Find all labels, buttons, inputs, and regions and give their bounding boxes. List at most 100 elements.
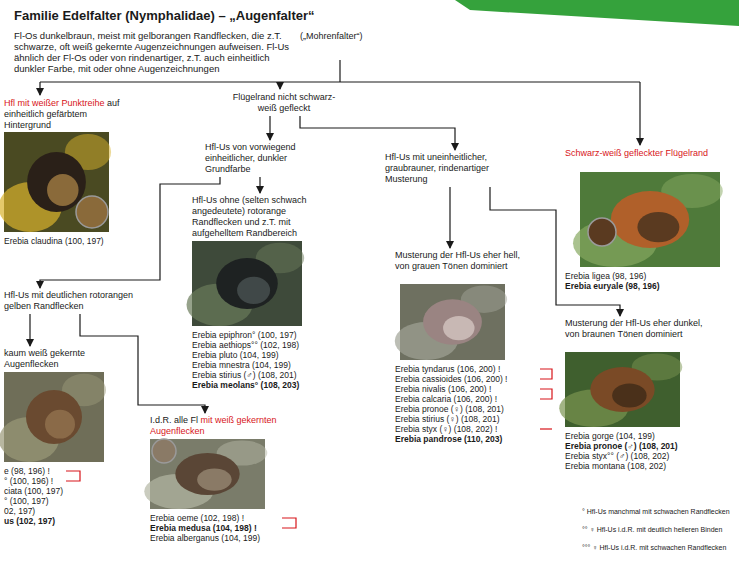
species-name: ° (100, 196) ! xyxy=(4,476,114,486)
decision-text: Flügelrand nicht schwarz-weiß gefleckt xyxy=(228,92,340,114)
photo-frame xyxy=(565,352,715,427)
photo-frame xyxy=(150,439,300,509)
butterfly-wing xyxy=(27,152,86,212)
photo-frame xyxy=(400,284,530,360)
butterfly-photo xyxy=(150,439,265,509)
magnifier-inset xyxy=(588,218,616,246)
node-heading: Hfl-Us von vorwiegend einheitlicher, dun… xyxy=(205,142,330,175)
species-name: Erebia montana (108, 202) xyxy=(565,461,715,471)
branch-arrow xyxy=(279,82,280,89)
species-name: us (102, 197) xyxy=(4,516,114,526)
butterfly-wing xyxy=(216,258,278,309)
butterfly-photo xyxy=(4,132,109,232)
intro-text: Fl-Os dunkelbraun, meist mit gelborangen… xyxy=(14,30,299,74)
node-heading: I.d.R. alle Fl mit weiß gekernten Augenf… xyxy=(150,415,300,439)
red-bracket xyxy=(540,389,552,399)
branch-line xyxy=(339,60,340,82)
butterfly-wing xyxy=(443,316,475,340)
species-name: Erebia alberganus (104, 199) xyxy=(150,533,300,543)
species-name: e (98, 196) ! xyxy=(4,466,114,476)
species-name: Erebia medusa (104, 198) ! xyxy=(150,523,300,533)
species-name: Erebia pandrose (110, 203) xyxy=(395,434,530,444)
node-heading: Schwarz-weiß gefleckter Flügelrand xyxy=(565,148,715,172)
species-name: Erebia pluto (104, 199) xyxy=(192,350,332,360)
node-heading: Hfl mit weißer Punktreihe auf einheitlic… xyxy=(4,98,129,132)
node-heading: kaum weiß gekernte Augenflecken xyxy=(4,348,114,372)
butterfly-wing xyxy=(590,367,654,412)
key-branch: kaum weiß gekernte Augenflecken e (98, 19… xyxy=(4,348,114,526)
key-branch: Schwarz-weiß gefleckter FlügelrandErebia… xyxy=(565,148,715,291)
green-bar xyxy=(455,0,739,26)
species-name: Erebia pronoe (♀) (108, 201) xyxy=(395,404,530,414)
red-bracket xyxy=(282,518,296,528)
branch-arrow xyxy=(639,82,640,145)
footnote: °°° ♀ Hfl-Us i.d.R. mit schwachen Randfl… xyxy=(582,544,734,552)
key-branch: Hfl-Us ohne (selten schwach angedeutete)… xyxy=(192,195,332,390)
red-text: Hfl mit weißer Punktreihe xyxy=(4,98,105,108)
butterfly-wing xyxy=(47,174,79,206)
butterfly-wing xyxy=(611,191,689,248)
key-branch: Musterung der Hfl-Us eher hell, von grau… xyxy=(395,250,530,444)
butterfly-wing xyxy=(612,384,647,408)
red-bracket xyxy=(540,369,552,379)
red-text: Schwarz-weiß gefleckter Flügelrand xyxy=(565,148,708,158)
connector xyxy=(269,116,270,140)
decision-text: Hfl-Us mit uneinheitlicher, graubrauner,… xyxy=(385,152,525,185)
butterfly-photo xyxy=(4,372,104,462)
node-heading: Hfl-Us mit uneinheitlicher, graubrauner,… xyxy=(385,152,525,185)
photo-frame xyxy=(192,241,332,326)
species-name: Erebia styx (♀) (108, 202) ! xyxy=(395,424,530,434)
species-name: Erebia oeme (102, 198) ! xyxy=(150,513,300,523)
species-name: Erebia gorge (104, 199) xyxy=(565,431,715,441)
photo-frame xyxy=(580,172,715,267)
species-name: Erebia stirius (♀) (108, 201) xyxy=(395,414,530,424)
heading-text: I.d.R. alle Fl xyxy=(150,415,201,425)
species-name: Erebia styx°° (♂) (108, 202) xyxy=(565,451,715,461)
node-heading: Hfl-Us mit deutlichen rotorangen gelben … xyxy=(4,290,139,312)
butterfly-wing xyxy=(45,410,75,439)
butterfly-photo xyxy=(580,172,720,267)
butterfly-wing xyxy=(175,453,239,495)
connector xyxy=(449,187,450,248)
species-name: Erebia meolans° (108, 203) xyxy=(192,380,332,390)
butterfly-photo xyxy=(565,352,680,427)
key-branch: I.d.R. alle Fl mit weiß gekernten Augenf… xyxy=(150,415,300,543)
photo-frame xyxy=(4,132,129,232)
species-name: Erebia euryale (98, 196) xyxy=(565,281,715,291)
butterfly-wing xyxy=(637,212,679,242)
butterfly-wing xyxy=(423,299,482,345)
page-title: Familie Edelfalter (Nymphalidae) – „Auge… xyxy=(14,8,315,24)
magnifier-inset xyxy=(152,439,176,463)
node-heading: Musterung der Hfl-Us eher hell, von grau… xyxy=(395,250,530,284)
butterfly-wing xyxy=(26,390,82,444)
connector xyxy=(259,177,260,193)
node-heading: Flügelrand nicht schwarz-weiß gefleckt xyxy=(228,92,340,114)
butterfly-wing xyxy=(237,277,270,304)
connector xyxy=(300,116,455,150)
species-name: Erebia ligea (98, 196) xyxy=(565,271,715,281)
photo-frame xyxy=(4,372,114,462)
species-name: 02, 197) xyxy=(4,506,114,516)
footnote: ° Hfl-Us manchmal mit schwachen Randflec… xyxy=(582,508,734,516)
species-name: Erebia nivalis (106, 200) ! xyxy=(395,384,530,394)
species-name: Erebia tyndarus (106, 200) ! xyxy=(395,364,530,374)
magnifier-inset xyxy=(76,196,108,228)
node-heading: Musterung der Hfl-Us eher dunkel, von br… xyxy=(565,318,715,352)
red-bracket xyxy=(66,471,80,481)
decision-text: Hfl-Us von vorwiegend einheitlicher, dun… xyxy=(205,142,330,175)
species-name: Erebia cassioides (106, 200) ! xyxy=(395,374,530,384)
species-name: Erebia pronoe (♂) (108, 201) xyxy=(565,441,715,451)
butterfly-photo xyxy=(400,284,505,360)
species-name: Erebia stirius (♂) (108, 201) xyxy=(192,370,332,380)
key-branch: Musterung der Hfl-Us eher dunkel, von br… xyxy=(565,318,715,471)
footnote: °° ♀ Hfl-Us i.d.R. mit deutlich helleren… xyxy=(582,526,734,534)
connector xyxy=(29,314,30,346)
decision-text: Hfl-Us mit deutlichen rotorangen gelben … xyxy=(4,290,139,312)
species-name: Erebia mnestra (104, 199) xyxy=(192,360,332,370)
species-name: ciata (100, 197) xyxy=(4,486,114,496)
branch-arrow xyxy=(39,82,40,95)
red-bracket xyxy=(540,428,552,429)
subtitle: („Mohrenfalter“) xyxy=(300,31,420,42)
species-name: Erebia aethiops°° (102, 198) xyxy=(192,340,332,350)
species-name: Erebia calcaria (106, 200) ! xyxy=(395,394,530,404)
